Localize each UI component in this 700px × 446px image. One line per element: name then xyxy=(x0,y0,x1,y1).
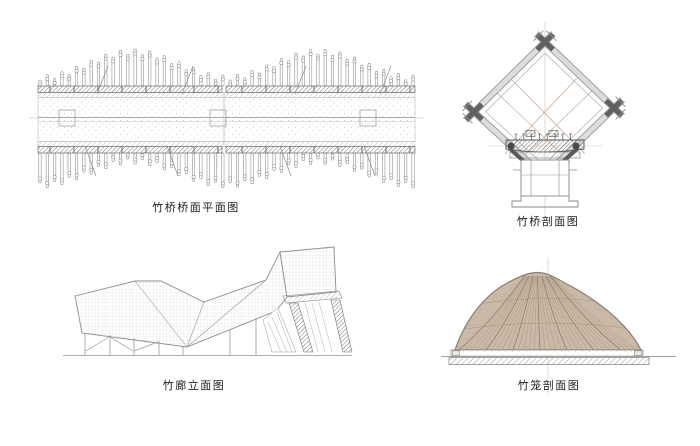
bridge-section-drawing xyxy=(462,22,626,214)
bridge-plan-caption: 竹桥桥面平面图 xyxy=(152,201,240,214)
corridor-elevation-caption: 竹廊立面图 xyxy=(162,379,226,392)
basket-section-caption: 竹笼剖面图 xyxy=(517,379,581,392)
bridge-plan-drawing xyxy=(30,48,424,189)
basket-section-drawing xyxy=(441,257,676,393)
corridor-elevation-drawing xyxy=(63,246,353,356)
bridge-section-caption: 竹桥剖面图 xyxy=(516,215,580,228)
